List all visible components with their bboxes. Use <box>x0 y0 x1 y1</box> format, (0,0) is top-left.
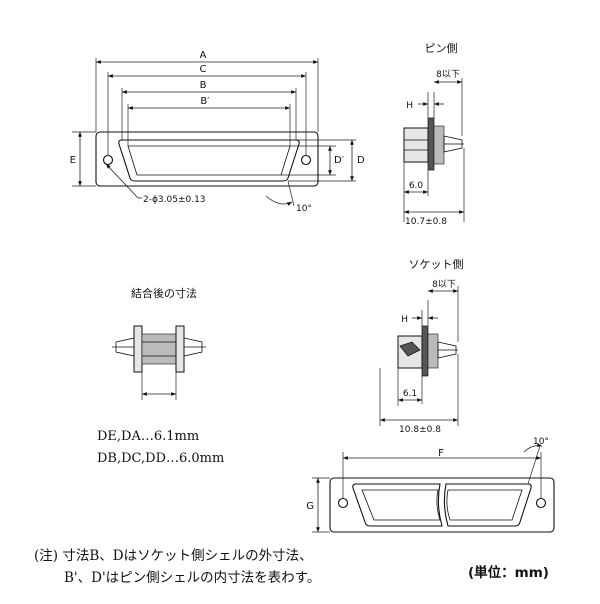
dim-label-B-prime: B′ <box>200 96 210 107</box>
pin-side-view: ピン側 8以下 H 6.0 10.7±0.8 <box>403 42 465 227</box>
bottom-hole-left <box>337 497 349 509</box>
dim-label-D: D <box>357 155 365 166</box>
bottom-hole-right <box>535 497 547 509</box>
bottom-shell-left <box>352 483 443 527</box>
angle-label-front: 10° <box>296 204 312 214</box>
mount-hole-right <box>300 154 312 166</box>
dim-label-C: C <box>200 64 207 75</box>
socket-H-label: H <box>401 315 408 325</box>
socket-rear-block <box>427 333 439 369</box>
unit-label: (単位：mm) <box>468 564 549 581</box>
pin-rear-block <box>433 125 445 165</box>
pin-max8-label: 8以下 <box>436 70 460 80</box>
front-view: A C B B′ E D′ D 2-ϕ3.05±0.13 10° <box>70 50 365 214</box>
bottom-view: F G 10° <box>306 437 555 533</box>
socket-dim-6-1-label: 6.1 <box>403 389 417 399</box>
pin-dim-10-7-label: 10.7±0.8 <box>405 217 447 227</box>
socket-flange <box>421 325 429 377</box>
bottom-flange <box>329 477 555 533</box>
socket-contact <box>437 341 457 359</box>
dim-label-B: B <box>200 80 207 91</box>
mated-body <box>141 333 177 365</box>
dim-label-F: F <box>438 448 444 459</box>
hole-spec-label: 2-ϕ3.05±0.13 <box>143 195 206 205</box>
socket-contact-top <box>399 341 421 357</box>
pin-flange <box>427 117 435 171</box>
footnote-line-1: (注) 寸法B、Dはソケット側シェルの外寸法、 <box>34 548 313 564</box>
socket-side-title: ソケット側 <box>409 258 464 271</box>
angle-label-bottom: 10° <box>533 437 549 447</box>
shell-inner <box>127 145 291 176</box>
mated-right-flange <box>175 325 185 373</box>
dim-label-A: A <box>200 50 207 61</box>
footnote-line-2: B'、D'はピン側シェルの内寸法を表わす。 <box>64 570 320 586</box>
mated-value-1: DE,DA…6.1mm <box>97 429 199 444</box>
mated-view: 結合後の寸法 <box>112 286 206 400</box>
mated-right-pins <box>183 337 203 357</box>
socket-max8-label: 8以下 <box>432 280 456 290</box>
pin-contact <box>443 135 463 153</box>
mount-hole-left <box>102 154 114 166</box>
pin-H-label: H <box>406 101 413 111</box>
mated-left-flange <box>133 325 143 373</box>
bottom-shell-right <box>443 483 532 527</box>
dim-label-G: G <box>306 501 314 512</box>
front-flange <box>95 131 319 187</box>
mated-value-2: DB,DC,DD…6.0mm <box>97 451 224 466</box>
socket-side-view: ソケット側 8以下 H 6.1 10.8±0.8 <box>379 258 464 435</box>
dim-label-D-prime: D′ <box>334 155 345 166</box>
pin-body <box>403 127 429 163</box>
pin-dim-6-label: 6.0 <box>409 181 424 191</box>
dim-label-E: E <box>70 155 76 166</box>
mated-title: 結合後の寸法 <box>131 286 197 300</box>
socket-dim-10-8-label: 10.8±0.8 <box>399 425 441 435</box>
pin-side-title: ピン側 <box>425 42 458 55</box>
shell-outer <box>118 139 300 182</box>
